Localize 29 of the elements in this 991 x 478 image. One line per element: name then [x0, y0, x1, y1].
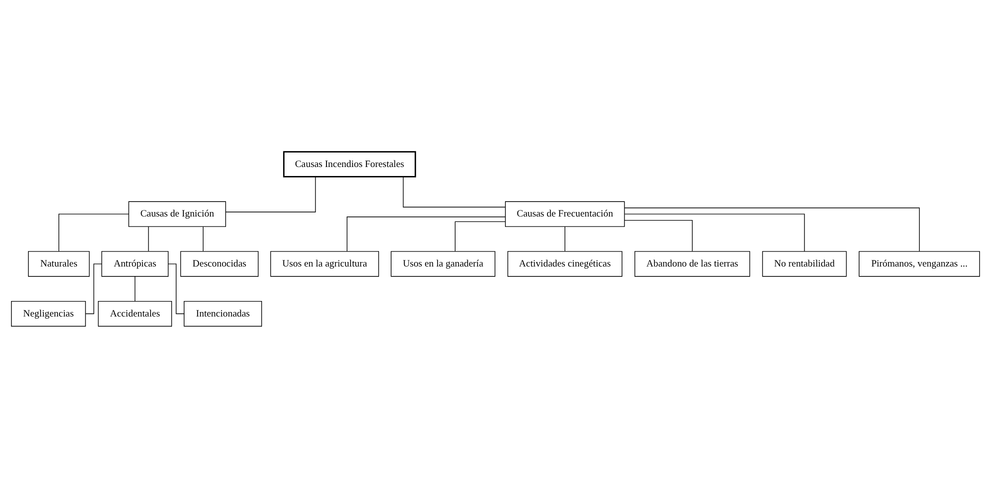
connector [134, 276, 136, 302]
node-box: Causas Incendios Forestales [283, 151, 416, 178]
connector [624, 214, 805, 252]
node-box: Intencionadas [184, 300, 262, 327]
node-box: Causas de Ignición [128, 201, 226, 227]
node-box: No rentabilidad [762, 251, 847, 277]
node-box: Antrópicas [101, 251, 169, 277]
node-box: Usos en la ganadería [390, 251, 496, 277]
node-box: Desconocidas [180, 251, 259, 277]
connector [454, 221, 506, 252]
connector [58, 214, 130, 252]
node-box: Causas de Frecuentación [505, 201, 625, 227]
connector [564, 226, 566, 252]
connector [148, 226, 149, 252]
connector [225, 176, 316, 212]
connector [346, 216, 506, 252]
connector [168, 264, 184, 314]
connector [402, 176, 506, 208]
node-box: Pirómanos, venganzas ... [858, 251, 980, 277]
connector [202, 226, 204, 252]
connector [85, 264, 102, 314]
connector [624, 220, 693, 252]
node-box: Negligencias [11, 300, 86, 327]
node-box: Usos en la agricultura [270, 251, 380, 277]
connector [624, 208, 920, 252]
node-box: Abandono de las tierras [634, 251, 750, 277]
node-box: Actividades cinegéticas [507, 251, 622, 277]
node-box: Accidentales [98, 300, 172, 327]
node-box: Naturales [28, 251, 90, 277]
